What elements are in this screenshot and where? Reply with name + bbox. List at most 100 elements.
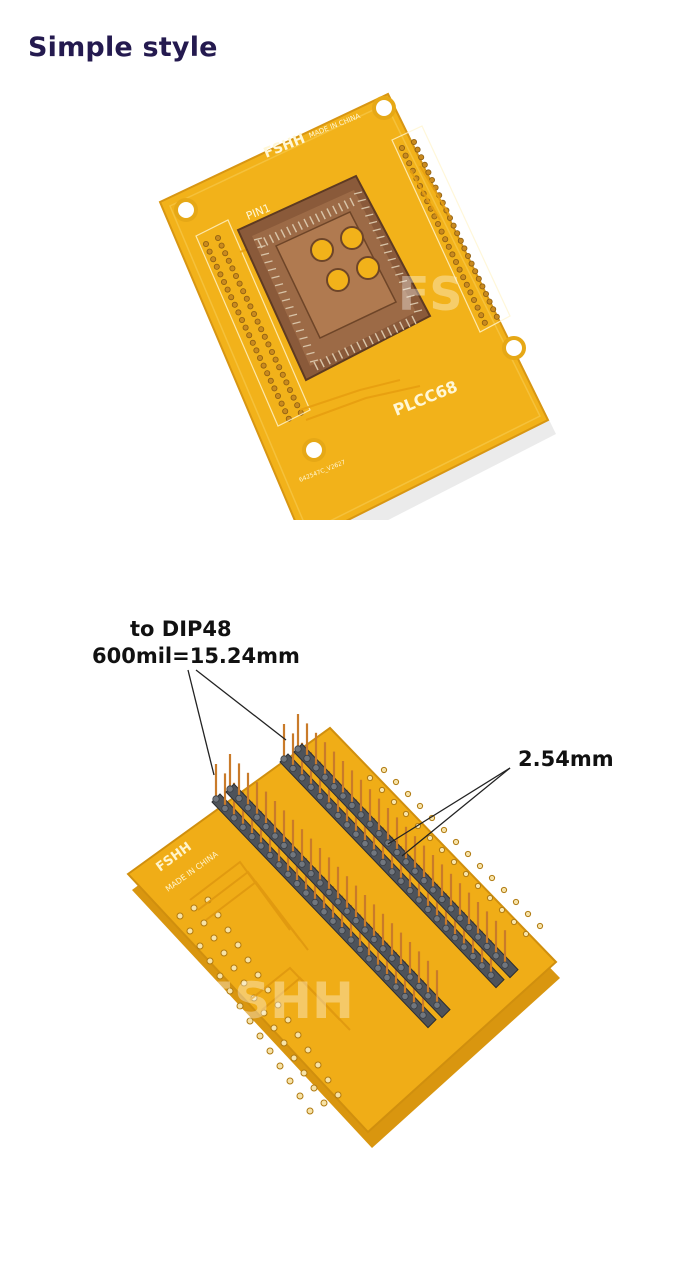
pin-pad (271, 385, 278, 392)
pin-pad (446, 214, 453, 221)
pin-pad (479, 283, 486, 290)
dip-callout-line2: 600mil=15.24mm (92, 644, 300, 668)
pad (206, 957, 214, 965)
pad (310, 1084, 318, 1092)
pin-pad (231, 301, 238, 308)
pin-pad (478, 312, 485, 319)
pad (304, 1046, 312, 1054)
left-pin-row (202, 234, 304, 422)
pad (216, 972, 224, 980)
pin-pad (456, 266, 463, 273)
pin-pad (470, 296, 477, 303)
pin-pad (474, 304, 481, 311)
pad (334, 1091, 342, 1099)
pad (230, 964, 238, 972)
pin-pad (486, 298, 493, 305)
callout-lines (187, 669, 511, 857)
pad (236, 1002, 244, 1010)
pin-pad (232, 272, 239, 279)
pin-pad (457, 237, 464, 244)
dip48-adapter-photo: FSHH MADE IN CHINA FSHH to DIP48 600mil=… (0, 600, 700, 1280)
pad (244, 956, 252, 964)
pin-pad (481, 319, 488, 326)
pad (274, 1001, 282, 1009)
pad (294, 1031, 302, 1039)
pin-pad (214, 234, 221, 241)
pin-pad (225, 257, 232, 264)
pin-pad (467, 289, 474, 296)
pin-pad (235, 309, 242, 316)
pin-pad (452, 258, 459, 265)
pad (190, 904, 198, 912)
pcb-traces (189, 860, 351, 1031)
pad (536, 922, 544, 930)
pad (486, 894, 494, 902)
pad (196, 942, 204, 950)
pad (284, 1016, 292, 1024)
pin-pad (278, 400, 285, 407)
pad (488, 874, 496, 882)
pad (280, 1039, 288, 1047)
pin-pad (261, 333, 268, 340)
pad (306, 1107, 314, 1115)
pad (276, 1062, 284, 1070)
pin-pad (224, 286, 231, 293)
pad (450, 858, 458, 866)
pad (186, 927, 194, 935)
pin-pad (229, 265, 236, 272)
pad (392, 778, 400, 786)
pin-pad (449, 251, 456, 258)
pin-pad (236, 280, 243, 287)
plcc68-adapter-photo: FSHH MADE IN CHINA PIN1 PLCC68 642547C_V… (0, 80, 700, 520)
pin-pad (282, 408, 289, 415)
pin-pad (249, 339, 256, 346)
pin-pad (421, 161, 428, 168)
pad (200, 919, 208, 927)
pin-pad (218, 242, 225, 249)
pad (176, 912, 184, 920)
pin-pad (246, 332, 253, 339)
pin-pad (250, 310, 257, 317)
pin-pad (461, 245, 468, 252)
pad (300, 1069, 308, 1077)
pin-pad (442, 236, 449, 243)
pad (234, 941, 242, 949)
pin-pad (445, 243, 452, 250)
pin-pad (414, 146, 421, 153)
pad (314, 1061, 322, 1069)
pad (500, 886, 508, 894)
pad (224, 926, 232, 934)
pin-pad (402, 152, 409, 159)
pad (498, 906, 506, 914)
watermark: FS (398, 267, 463, 321)
pin-pad (482, 290, 489, 297)
pin-pad (425, 169, 432, 176)
pin-pad (410, 139, 417, 146)
pin-pad (468, 260, 475, 267)
pin-pad (228, 294, 235, 301)
pin-pad (454, 230, 461, 237)
pin-pad (260, 362, 267, 369)
pin-pad (240, 288, 247, 295)
pin-pad (213, 263, 220, 270)
pin-header-right (279, 714, 519, 989)
pin-pad (276, 364, 283, 371)
pin-pad (398, 145, 405, 152)
pin-pad (206, 248, 213, 255)
pin-pad (220, 278, 227, 285)
pin-pad (258, 326, 265, 333)
pin-pad (290, 394, 297, 401)
pad (522, 930, 530, 938)
dip-callout-line-b (195, 669, 287, 741)
dip48-adapter-illustration: FSHH MADE IN CHINA FSHH (126, 669, 560, 1148)
pin-pad (202, 240, 209, 247)
pin-pad (438, 228, 445, 235)
pad-grid-left (176, 896, 342, 1115)
pin-pad (242, 324, 249, 331)
pad (464, 850, 472, 858)
pad (438, 846, 446, 854)
pin-header-left (211, 754, 451, 1029)
pad (416, 802, 424, 810)
pad-grid-right (366, 766, 544, 938)
pin-pad (294, 402, 301, 409)
